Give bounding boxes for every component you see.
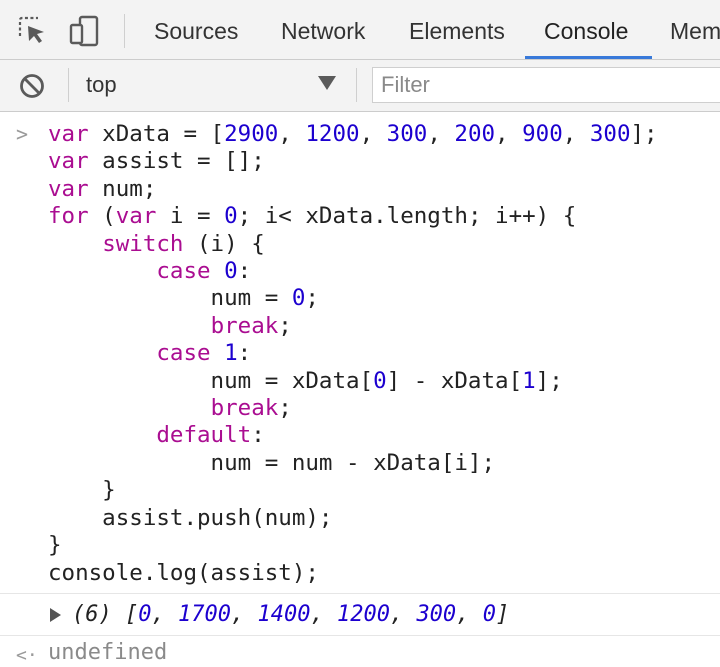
code-line: num = xData[0] - xData[1]; [48,367,563,394]
tab-network[interactable]: Network [281,18,366,44]
return-value: undefined [48,640,168,665]
active-tab-indicator [525,56,652,59]
clear-console-icon[interactable] [18,72,46,100]
tab-sources[interactable]: Sources [154,18,239,44]
code-line: var num; [48,175,157,202]
console-panel: > var xData = [2900, 1200, 300, 200, 900… [0,112,720,666]
toolbar-separator [68,68,69,102]
toolbar-separator [356,68,357,102]
code-line: default: [156,422,265,449]
dropdown-arrow-icon[interactable] [318,76,336,90]
code-line: console.log(assist); [48,559,319,586]
code-line: switch (i) { [102,230,265,257]
code-line: num = num - xData[i]; [48,449,496,476]
code-line: for (var i = 0; i< xData.length; i++) { [48,203,577,230]
expand-triangle-icon[interactable] [50,608,61,622]
context-selector[interactable]: top [86,72,117,97]
code-line: case 0: [156,258,252,285]
code-line: break; [210,312,292,339]
toolbar-separator [124,14,125,48]
code-line: var xData = [2900, 1200, 300, 200, 900, … [48,121,658,147]
code-line: assist.push(num); [48,504,333,531]
input-prompt-icon: > [16,122,29,146]
code-line: break; [210,395,292,422]
tab-elements[interactable]: Elements [409,18,505,44]
code-line: } [48,532,62,559]
filter-input[interactable] [372,67,720,103]
log-result: (6) [0, 1700, 1400, 1200, 300, 0] [72,602,510,627]
message-divider [0,593,720,594]
console-toolbar: top [0,60,720,112]
tab-console[interactable]: Console [544,18,629,44]
message-divider [0,635,720,636]
code-block: var xData = [2900, 1200, 300, 200, 900, … [48,121,658,587]
tab-memory[interactable]: Mem [670,18,720,44]
devtools-tabbar: Sources Network Elements Console Mem [0,0,720,60]
log-result-row[interactable]: (6) [0, 1700, 1400, 1200, 300, 0] [0,595,720,635]
code-line: num = 0; [48,285,319,312]
inspect-element-icon[interactable] [16,14,50,48]
code-line: } [48,477,116,504]
code-line: case 1: [156,340,252,367]
return-arrow-icon: <· [16,645,38,666]
device-toolbar-icon[interactable] [68,14,102,48]
return-value-row: <· undefined [0,637,720,667]
code-line: var assist = []; [48,148,265,175]
